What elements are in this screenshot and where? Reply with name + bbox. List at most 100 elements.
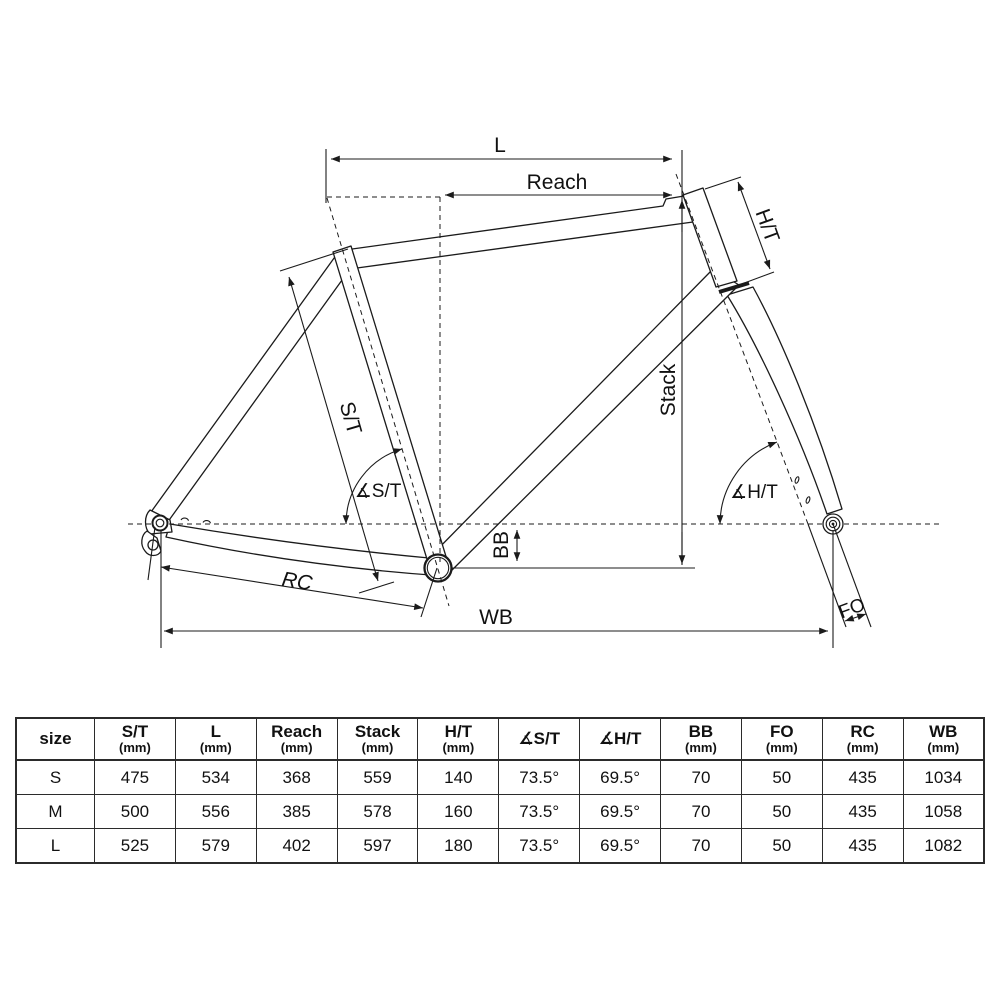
st-extension-bottom: [358, 581, 395, 594]
label-bb-drop: BB: [490, 531, 513, 559]
column-header-reach: Reach(mm): [255, 717, 338, 761]
column-label: L: [210, 721, 221, 741]
column-unit: (mm): [846, 740, 879, 756]
column-label: ∡H/T: [598, 728, 642, 748]
value-cell: 525: [94, 828, 176, 864]
label-seat-tube: S/T: [335, 399, 366, 437]
steering-axis: [675, 173, 809, 525]
value-cell: 1058: [902, 794, 985, 829]
rear-axle-inner: [155, 518, 165, 528]
value-cell: 50: [740, 759, 823, 795]
size-cell: M: [15, 794, 95, 829]
column-header-ht: ∡H/T: [579, 717, 662, 761]
value-cell: 73.5°: [498, 759, 581, 795]
column-header-l: L(mm): [174, 717, 257, 761]
label-head-tube-angle: ∡H/T: [730, 482, 778, 503]
value-cell: 69.5°: [579, 828, 662, 864]
ht-dimension: [737, 181, 771, 270]
column-unit: (mm): [199, 740, 232, 756]
value-cell: 140: [417, 759, 500, 795]
axle-parallel-line: [832, 523, 872, 628]
column-header-st: S/T(mm): [94, 717, 176, 761]
crown-race: [718, 281, 750, 294]
value-cell: 402: [255, 828, 338, 864]
label-rear-center: RC: [280, 568, 314, 596]
column-header-size: size: [15, 717, 95, 761]
column-label: S/T: [121, 721, 149, 741]
column-header-wb: WB(mm): [902, 717, 985, 761]
value-cell: 534: [174, 759, 257, 795]
column-label: ∡S/T: [518, 728, 561, 748]
column-label: H/T: [444, 721, 473, 741]
value-cell: 579: [174, 828, 257, 864]
value-cell: 73.5°: [498, 794, 581, 829]
value-cell: 160: [417, 794, 500, 829]
value-cell: 73.5°: [498, 828, 581, 864]
value-cell: 50: [740, 828, 823, 864]
column-header-stack: Stack(mm): [336, 717, 419, 761]
column-label: RC: [850, 721, 875, 741]
size-cell: L: [15, 828, 95, 864]
fork-eyelet-lower: [805, 496, 811, 504]
value-cell: 69.5°: [579, 794, 662, 829]
bottom-bracket-bore: [426, 556, 450, 580]
size-cell: S: [15, 759, 95, 795]
value-cell: 385: [255, 794, 338, 829]
ht-extension-bottom: [738, 271, 775, 286]
column-header-st: ∡S/T: [498, 717, 581, 761]
seat-stays: [150, 253, 351, 524]
column-unit: (mm): [361, 740, 394, 756]
column-unit: (mm): [765, 740, 798, 756]
column-label: BB: [688, 721, 714, 741]
st-dimension: [288, 276, 379, 582]
column-unit: (mm): [927, 740, 960, 756]
value-cell: 435: [821, 794, 904, 829]
value-cell: 435: [821, 828, 904, 864]
value-cell: 70: [660, 759, 742, 795]
steer-axis-extension: [807, 523, 847, 628]
value-cell: 578: [336, 794, 419, 829]
label-seat-tube-angle: ∡S/T: [355, 481, 402, 502]
label-reach: Reach: [527, 171, 588, 194]
column-label: Reach: [271, 721, 323, 741]
value-cell: 50: [740, 794, 823, 829]
chainstay-cable-bumps: [180, 517, 212, 524]
fo-dimension: [844, 613, 867, 622]
value-cell: 180: [417, 828, 500, 864]
column-header-fo: FO(mm): [740, 717, 823, 761]
seat-angle-arc: [342, 448, 403, 525]
rc-bb-extension: [420, 567, 438, 618]
value-cell: 559: [336, 759, 419, 795]
value-cell: 69.5°: [579, 759, 662, 795]
column-header-bb: BB(mm): [660, 717, 742, 761]
column-label: WB: [929, 721, 958, 741]
rc-rear-extension: [147, 526, 156, 581]
frame-geometry-diagram: L Reach Stack H/T S/T ∡S/T ∡H/T BB RC WB…: [128, 134, 940, 648]
rc-dimension: [160, 565, 424, 610]
value-cell: 1034: [902, 759, 985, 795]
value-cell: 435: [821, 759, 904, 795]
value-cell: 556: [174, 794, 257, 829]
bottom-bracket-shell: [423, 553, 453, 583]
column-label: Stack: [354, 721, 401, 741]
st-extension-top: [279, 248, 349, 272]
column-header-ht: H/T(mm): [417, 717, 500, 761]
column-label: size: [39, 728, 72, 748]
seat-tube-axis: [326, 197, 450, 607]
chain-stays: [165, 523, 445, 577]
value-cell: 475: [94, 759, 176, 795]
fork-blades: [726, 286, 843, 515]
column-unit: (mm): [685, 740, 717, 756]
fork-eyelet-upper: [794, 476, 800, 484]
down-tube: [428, 268, 740, 578]
value-cell: 368: [255, 759, 338, 795]
ht-extension-top: [704, 176, 742, 190]
label-wheelbase: WB: [479, 606, 513, 629]
value-cell: 500: [94, 794, 176, 829]
